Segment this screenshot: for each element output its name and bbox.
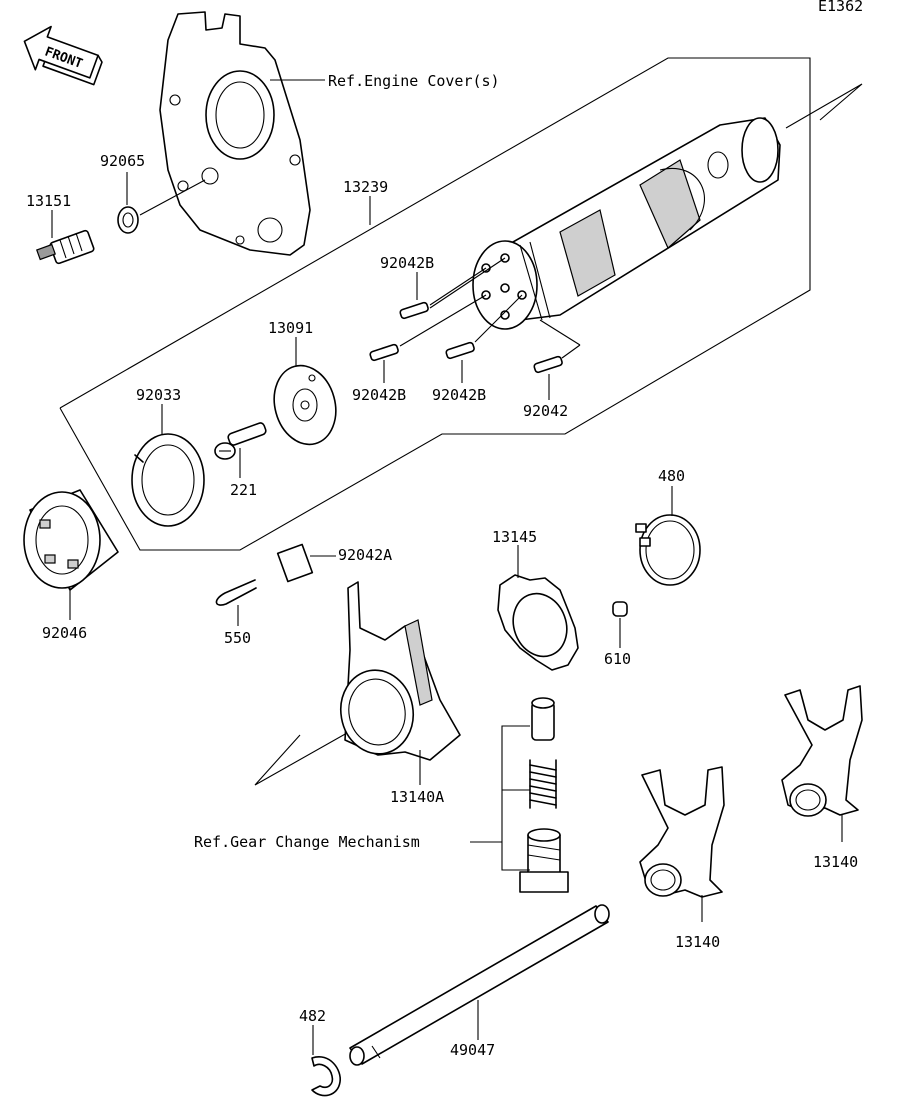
pin-92042A	[276, 543, 314, 583]
clip-482	[311, 1056, 341, 1097]
detent-spring	[529, 759, 557, 809]
part-610: 610	[604, 650, 631, 668]
engine-cover-ref	[159, 11, 311, 256]
part-480: 480	[658, 467, 685, 485]
plate-13091	[273, 364, 337, 446]
pin-92042B-left	[369, 343, 399, 362]
cotter-pin-550	[215, 579, 257, 606]
pin-92042B-mid	[445, 341, 475, 360]
shift-fork-13140A	[340, 581, 461, 761]
part-13151: 13151	[26, 192, 71, 210]
detent-holder	[519, 828, 569, 893]
pin-92042	[533, 355, 563, 374]
assembly-outline	[59, 57, 811, 551]
pin-610	[612, 601, 628, 617]
shift-fork-13140-middle	[639, 766, 725, 898]
part-92042B-mid: 92042B	[432, 386, 486, 404]
screw-221	[214, 422, 267, 460]
ref-engine-cover-label: Ref.Engine Cover(s)	[328, 72, 500, 90]
part-92042B-top: 92042B	[380, 254, 434, 272]
part-550: 550	[224, 629, 251, 647]
part-13140-mid: 13140	[675, 933, 720, 951]
part-92042B-left: 92042B	[352, 386, 406, 404]
part-13239: 13239	[343, 178, 388, 196]
ref-gear-change-label: Ref.Gear Change Mechanism	[194, 833, 420, 851]
part-482: 482	[299, 1007, 326, 1025]
part-92065: 92065	[100, 152, 145, 170]
neutral-switch-13151	[36, 229, 95, 265]
part-13145: 13145	[492, 528, 537, 546]
front-arrow-icon: FRONT	[23, 25, 103, 86]
part-49047: 49047	[450, 1041, 495, 1059]
part-92046: 92046	[42, 624, 87, 642]
part-92042: 92042	[523, 402, 568, 420]
part-13140A: 13140A	[390, 788, 444, 806]
fork-shaft-49047	[349, 904, 610, 1066]
pin-92042B-top	[399, 301, 429, 320]
circlip-480	[635, 514, 701, 586]
ring-92033	[131, 433, 205, 527]
shift-drum-13239	[472, 117, 781, 330]
bearing-92046	[23, 489, 119, 591]
part-221: 221	[230, 481, 257, 499]
diagram-code: E1362	[818, 0, 863, 15]
washer-92065	[117, 206, 139, 234]
shift-fork-13140-right	[781, 685, 863, 817]
cam-plate-13145	[497, 574, 579, 671]
part-13091: 13091	[268, 319, 313, 337]
part-92033: 92033	[136, 386, 181, 404]
drum-axis-line	[785, 83, 863, 129]
detent-plunger	[531, 697, 555, 741]
part-92042A: 92042A	[338, 546, 392, 564]
part-13140-right: 13140	[813, 853, 858, 871]
fork-axis-line	[254, 719, 371, 786]
